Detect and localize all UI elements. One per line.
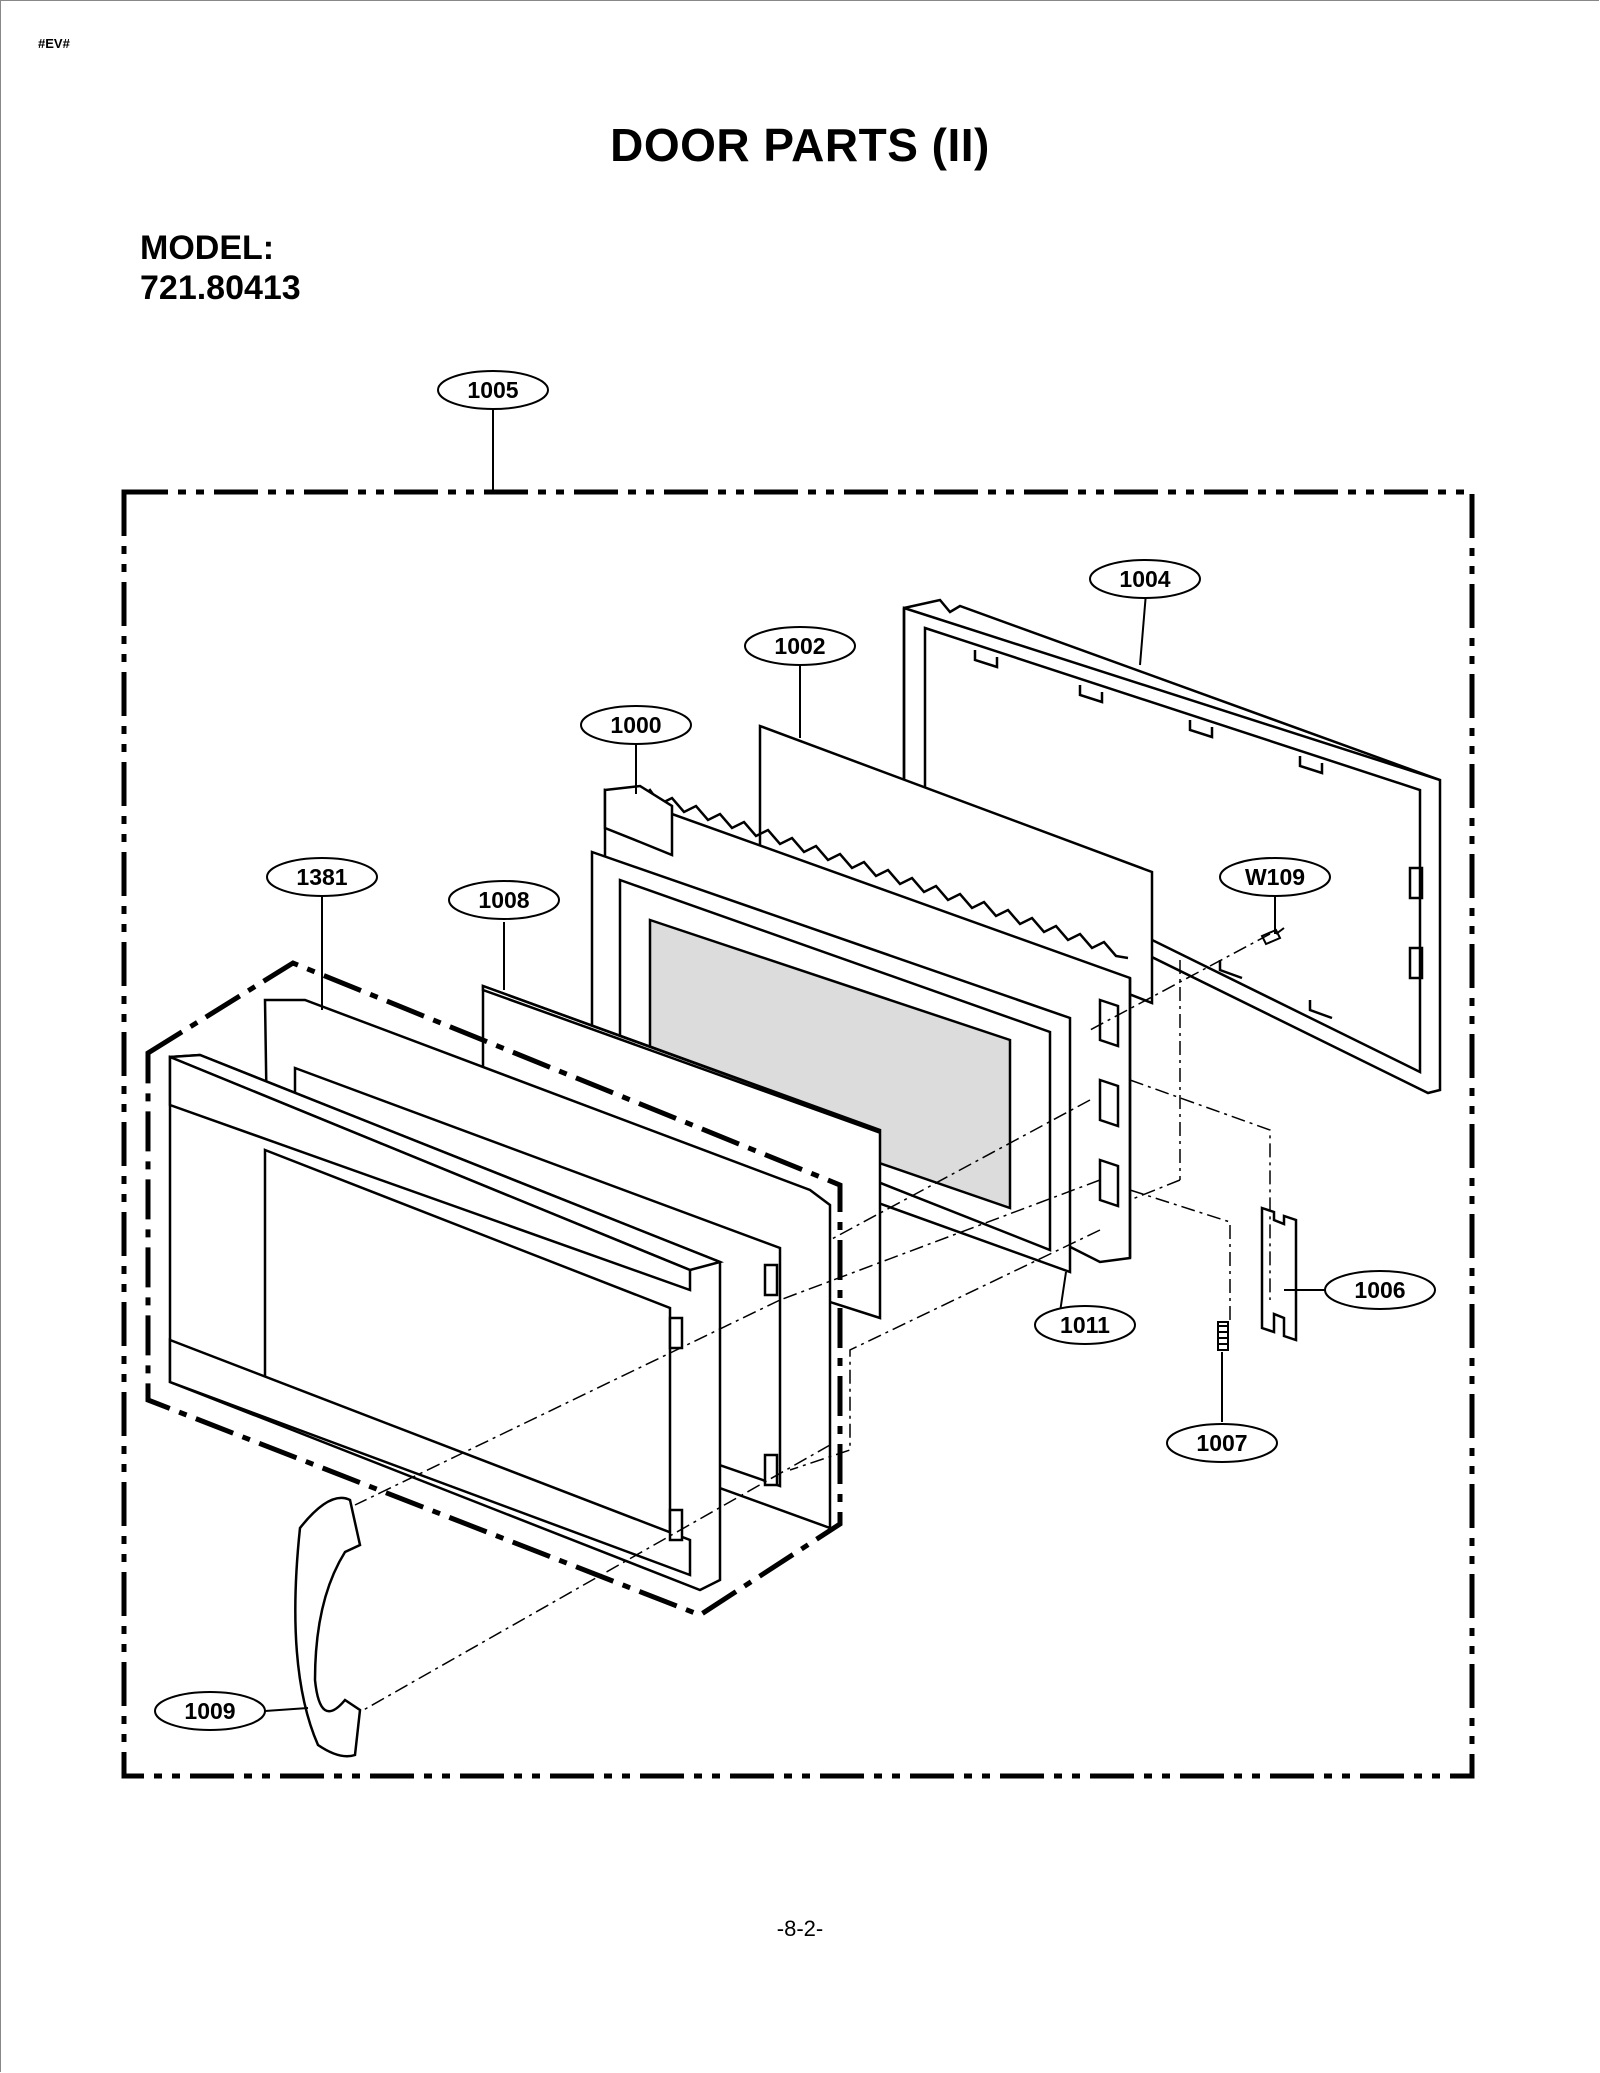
callout-1000-label: 1000	[610, 712, 661, 738]
callout-w109-label: W109	[1245, 864, 1305, 890]
model-label: MODEL:	[140, 229, 275, 267]
callout-1007-label: 1007	[1196, 1430, 1247, 1456]
model-number: 721.80413	[140, 269, 301, 307]
callout-1004: 1004	[1089, 559, 1201, 599]
assembly-guide-lines	[354, 933, 1271, 1713]
callout-w109: W109	[1219, 857, 1331, 897]
callout-1011-label: 1011	[1060, 1312, 1110, 1338]
callout-1007: 1007	[1166, 1423, 1278, 1463]
callout-1005-label: 1005	[467, 377, 518, 403]
callout-1009-label: 1009	[184, 1698, 235, 1724]
callout-1008: 1008	[448, 880, 560, 920]
part-1007-spring	[1217, 1321, 1229, 1351]
callout-1002: 1002	[744, 626, 856, 666]
callout-1004-label: 1004	[1119, 566, 1170, 592]
callout-1009: 1009	[154, 1691, 266, 1731]
page-title: DOOR PARTS (II)	[610, 119, 990, 171]
callout-1381-label: 1381	[296, 864, 347, 890]
callout-1006: 1006	[1324, 1270, 1436, 1310]
part-1000-door-assembly	[590, 784, 1132, 1274]
model-block: MODEL: 721.80413	[140, 228, 301, 308]
part-1002-panel	[758, 724, 1154, 1005]
document-tag: #EV#	[38, 36, 70, 51]
part-1006-latch	[1260, 1206, 1298, 1342]
assembly-boundary-1005	[121, 489, 1475, 1779]
part-1004-door-frame	[902, 598, 1442, 1095]
callout-1002-label: 1002	[774, 633, 825, 659]
leader-lines	[264, 410, 1325, 1712]
page-number: -8-2-	[776, 1916, 824, 1941]
callout-1008-label: 1008	[478, 887, 529, 913]
callout-1006-label: 1006	[1354, 1277, 1405, 1303]
callout-1000: 1000	[580, 705, 692, 745]
part-1381-door-frame-assembly	[145, 960, 843, 1618]
callout-1005: 1005	[437, 370, 549, 410]
callout-1381: 1381	[266, 857, 378, 897]
callout-1011: 1011	[1034, 1305, 1136, 1345]
part-1009-handle	[294, 1496, 362, 1758]
